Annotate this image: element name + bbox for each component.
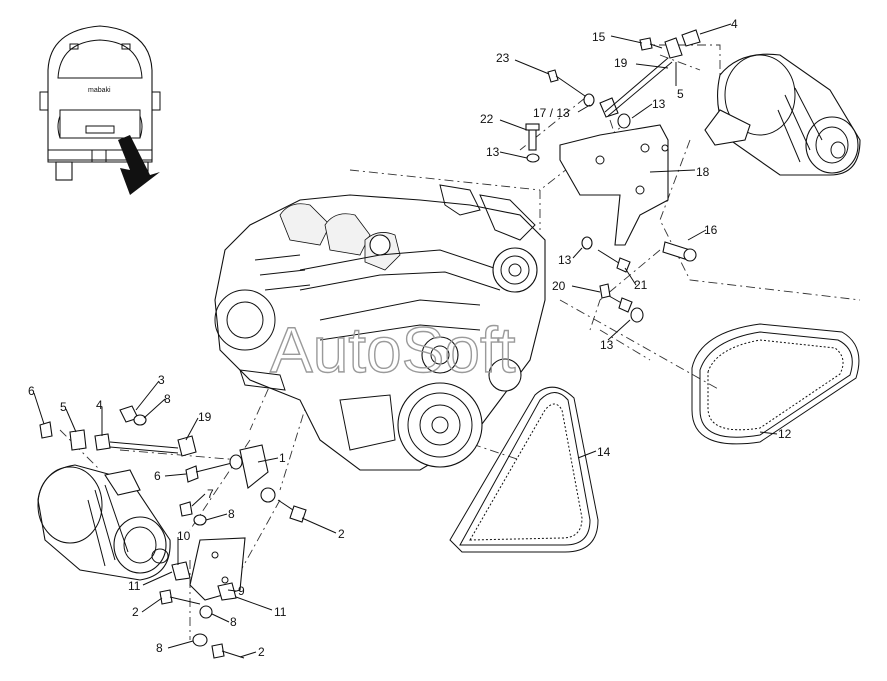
callout-6-b: 6 <box>154 469 161 483</box>
bracket-18 <box>559 124 669 246</box>
engine-block <box>214 184 546 471</box>
callout-8-a: 8 <box>164 392 171 406</box>
callout-labels: 23 15 19 4 5 17 / 13 13 22 13 18 16 13 2… <box>28 17 792 659</box>
bus-badge-text: mabaki <box>88 87 111 94</box>
callout-15: 15 <box>592 30 606 44</box>
callout-13-c: 13 <box>558 253 572 267</box>
callout-20: 20 <box>552 279 566 293</box>
callout-4-lower: 4 <box>96 398 103 412</box>
callout-17-13: 17 / 13 <box>533 106 570 120</box>
lower-fasteners <box>39 405 307 659</box>
bus-rear-view: mabaki <box>39 25 161 195</box>
callout-13-b: 13 <box>486 145 500 159</box>
callout-8-c: 8 <box>230 615 237 629</box>
callout-16: 16 <box>704 223 718 237</box>
callout-5-lower: 5 <box>60 400 67 414</box>
callout-1: 1 <box>279 451 286 465</box>
callout-19-lower: 19 <box>198 410 212 424</box>
callout-11-b: 11 <box>274 605 287 619</box>
alternator-lower <box>37 464 171 581</box>
callout-10: 10 <box>177 529 191 543</box>
leader-lines <box>33 23 778 658</box>
callout-8-b: 8 <box>228 507 235 521</box>
callout-2-a: 2 <box>338 527 345 541</box>
drive-belt-12 <box>691 323 860 445</box>
view-direction-arrow-icon <box>118 135 160 195</box>
alternator-upper <box>704 53 861 176</box>
callout-22: 22 <box>480 112 494 126</box>
callout-13-a: 13 <box>652 97 666 111</box>
callout-7: 7 <box>207 487 214 501</box>
callout-13-d: 13 <box>600 338 614 352</box>
callout-23: 23 <box>496 51 510 65</box>
callout-6-a: 6 <box>28 384 35 398</box>
watermark-text: AutoSoft <box>270 314 516 386</box>
callout-4-upper: 4 <box>731 17 738 31</box>
drive-belt-14 <box>449 386 599 553</box>
callout-14: 14 <box>597 445 611 459</box>
callout-11-a: 11 <box>128 579 141 593</box>
callout-12: 12 <box>778 427 792 441</box>
callout-3: 3 <box>158 373 165 387</box>
callout-5-upper: 5 <box>677 87 684 101</box>
callout-2-b: 2 <box>132 605 139 619</box>
callout-18: 18 <box>696 165 710 179</box>
callout-19-upper: 19 <box>614 56 628 70</box>
callout-9: 9 <box>238 584 245 598</box>
callout-21: 21 <box>634 278 648 292</box>
upper-fasteners <box>525 29 701 323</box>
callout-2-c: 2 <box>258 645 265 659</box>
callout-8-d: 8 <box>156 641 163 655</box>
